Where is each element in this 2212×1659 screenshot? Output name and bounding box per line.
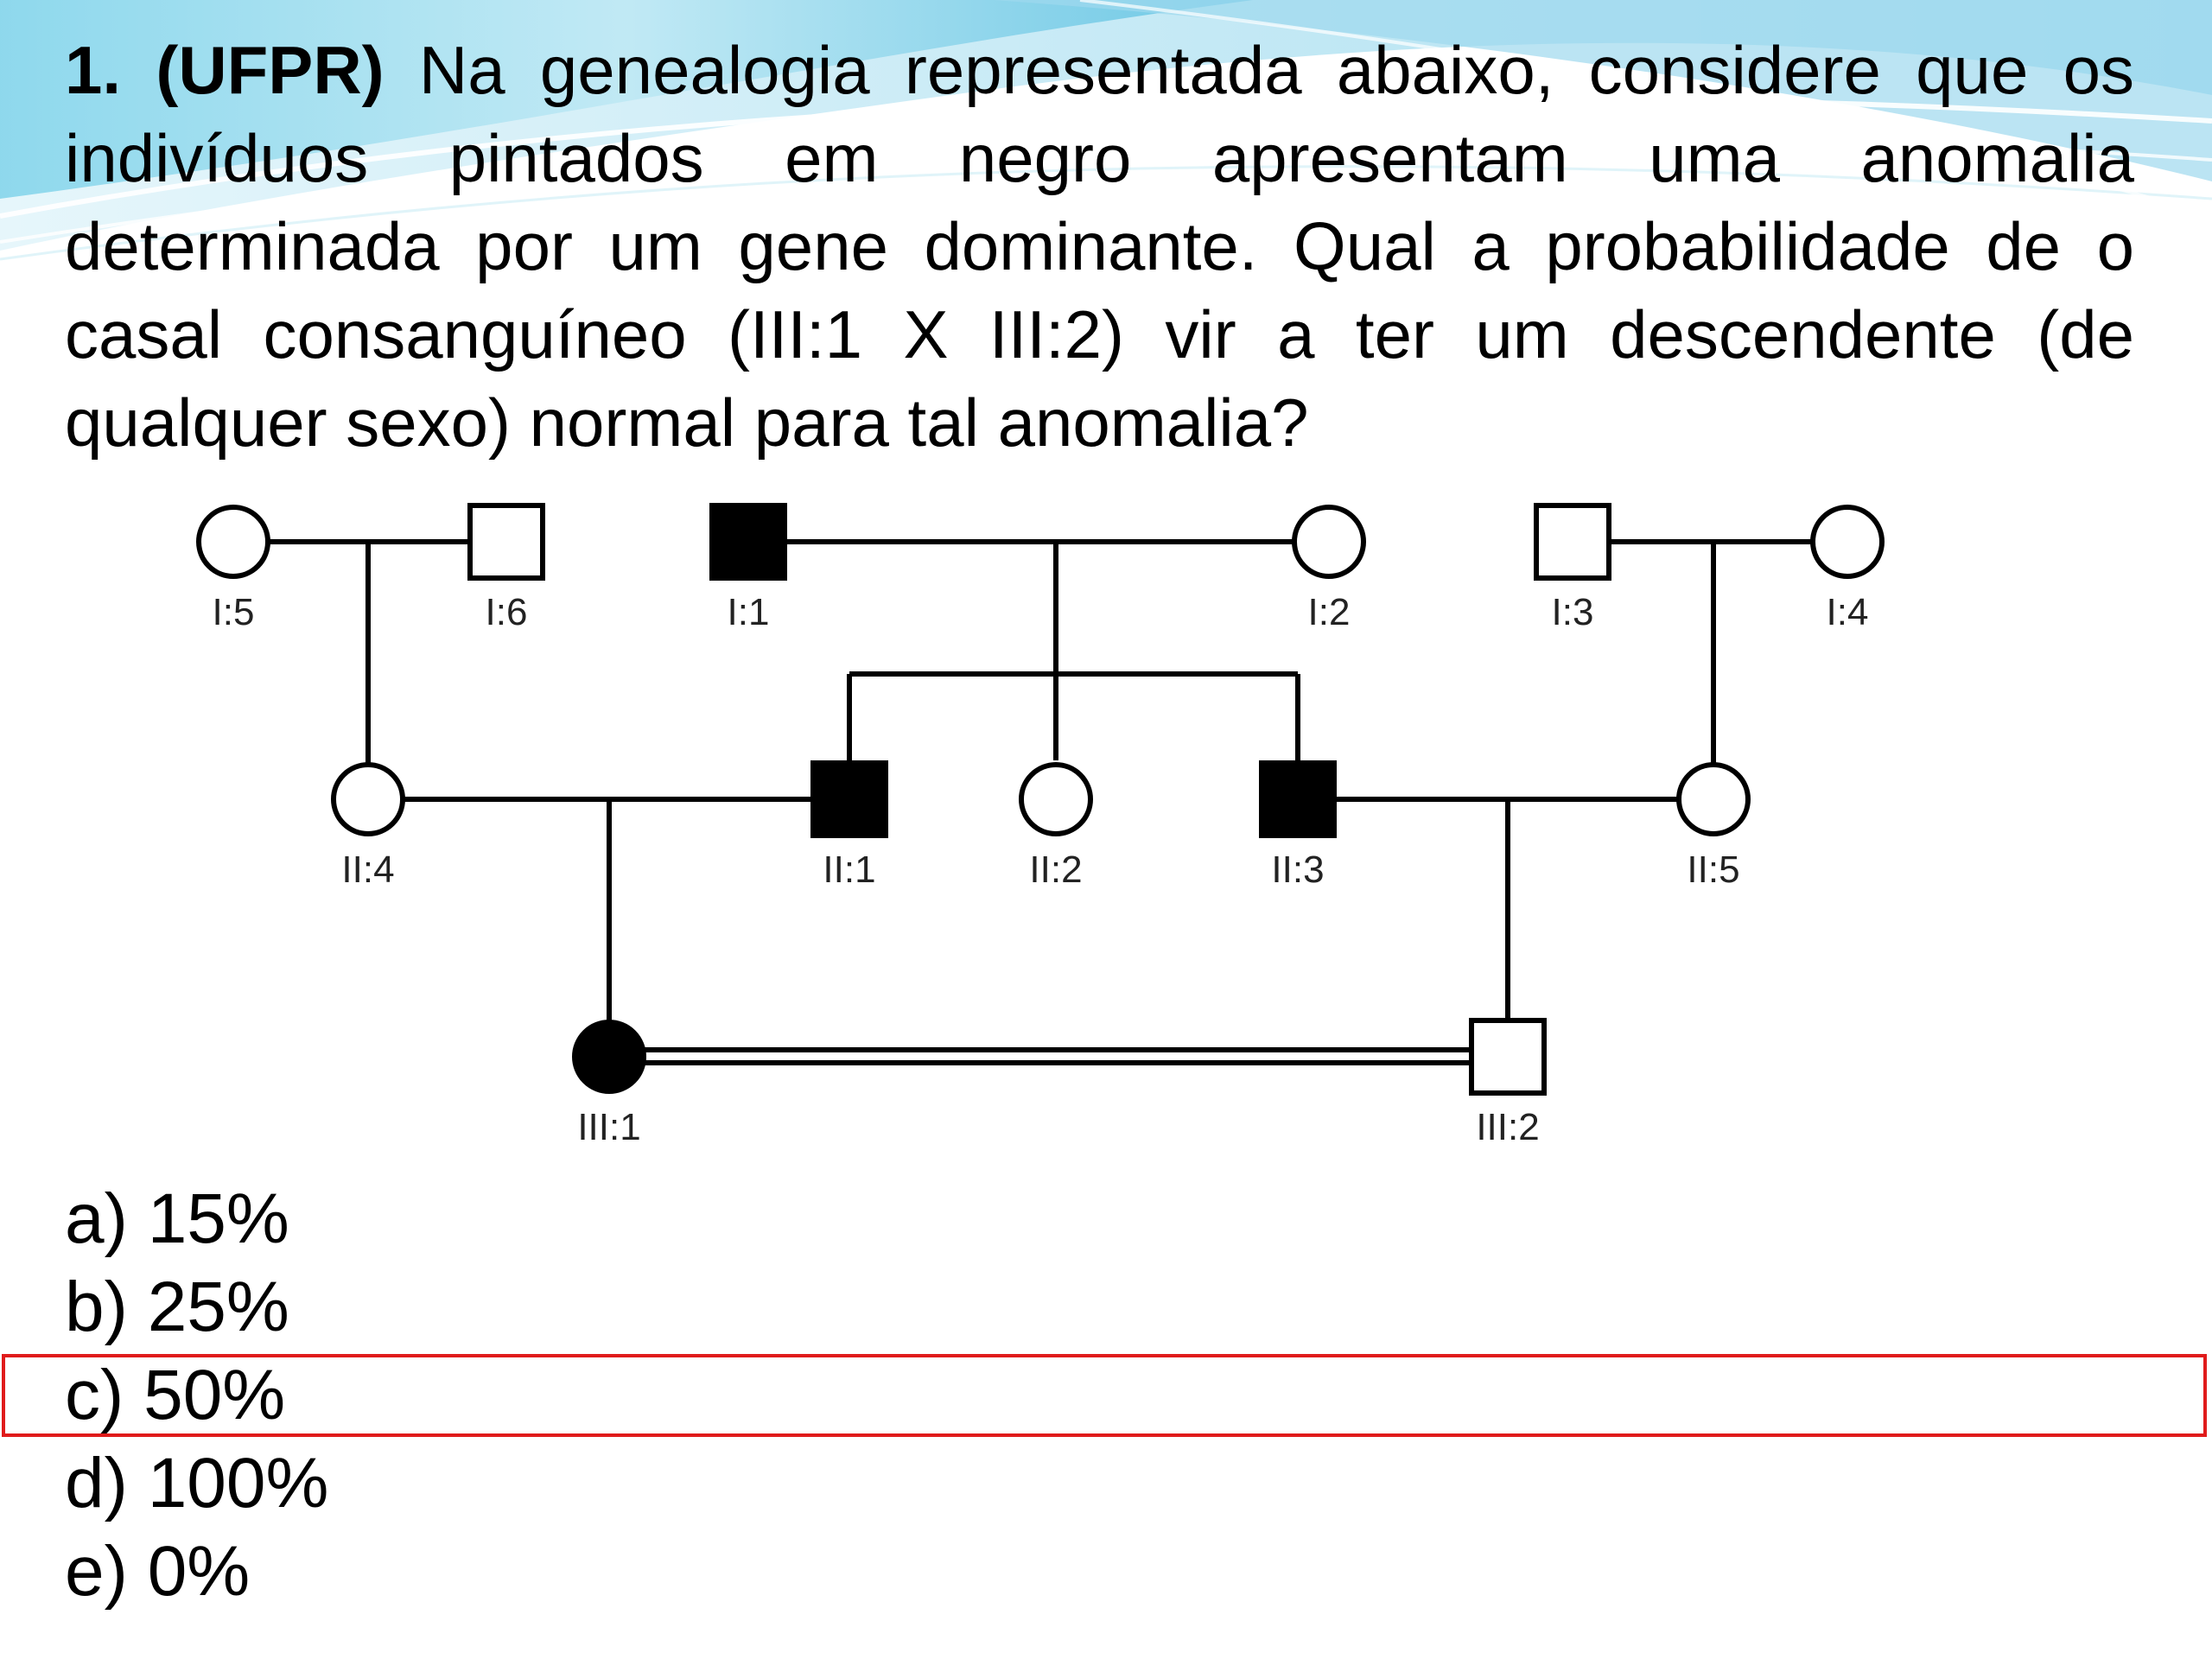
relationship-lines — [233, 539, 1847, 1065]
label-i-6: I:6 — [486, 591, 528, 633]
option-c[interactable]: c) 50% — [65, 1356, 286, 1434]
male-affected-ii-1 — [810, 760, 888, 838]
option-d[interactable]: d) 100% — [65, 1444, 329, 1522]
question-number: 1. (UFPR) — [65, 32, 385, 108]
male-affected-ii-3 — [1259, 760, 1337, 838]
pedigree-svg: I:5 I:6 I:1 I:2 I:3 I:4II:4 II:1 II:2 II:3 II:5II… — [196, 503, 1885, 1148]
label-iii-2: III:2 — [1476, 1106, 1539, 1148]
female-unaffected-ii-2 — [1019, 762, 1093, 836]
male-unaffected-iii-2 — [1469, 1018, 1547, 1096]
label-i-3: I:3 — [1552, 591, 1594, 633]
question-body: Na genealogia representada abaixo, consi… — [65, 32, 2134, 461]
label-ii-2: II:2 — [1029, 849, 1082, 891]
correct-answer-highlight — [2, 1354, 2207, 1437]
label-ii-3: II:3 — [1271, 849, 1324, 891]
label-i-4: I:4 — [1827, 591, 1869, 633]
label-i-5: I:5 — [213, 591, 255, 633]
female-unaffected-i-4 — [1810, 505, 1885, 579]
male-unaffected-i-3 — [1534, 503, 1611, 581]
female-unaffected-i-5 — [196, 505, 270, 579]
slide-header-decoration — [0, 0, 2212, 261]
label-i-1: I:1 — [728, 591, 770, 633]
female-unaffected-ii-4 — [331, 762, 405, 836]
option-a[interactable]: a) 15% — [65, 1179, 289, 1258]
answer-options: a) 15% b) 25% c) 50% d) 100% e) 0% — [65, 1175, 328, 1616]
label-iii-1: III:1 — [577, 1106, 640, 1148]
female-affected-iii-1 — [572, 1020, 646, 1094]
label-ii-1: II:1 — [823, 849, 875, 891]
female-unaffected-ii-5 — [1676, 762, 1751, 836]
pedigree-individuals — [196, 503, 1885, 1096]
question-text: 1. (UFPR) Na genealogia representada aba… — [65, 26, 2134, 467]
label-ii-4: II:4 — [341, 849, 394, 891]
option-e[interactable]: e) 0% — [65, 1532, 251, 1611]
label-ii-5: II:5 — [1687, 849, 1739, 891]
option-b[interactable]: b) 25% — [65, 1268, 289, 1346]
female-unaffected-i-2 — [1292, 505, 1366, 579]
male-unaffected-i-6 — [467, 503, 545, 581]
male-affected-i-1 — [709, 503, 787, 581]
pedigree-labels: I:5 I:6 I:1 I:2 I:3 I:4II:4 II:1 II:2 II:3 II:5II… — [213, 591, 1869, 1148]
label-i-2: I:2 — [1308, 591, 1351, 633]
